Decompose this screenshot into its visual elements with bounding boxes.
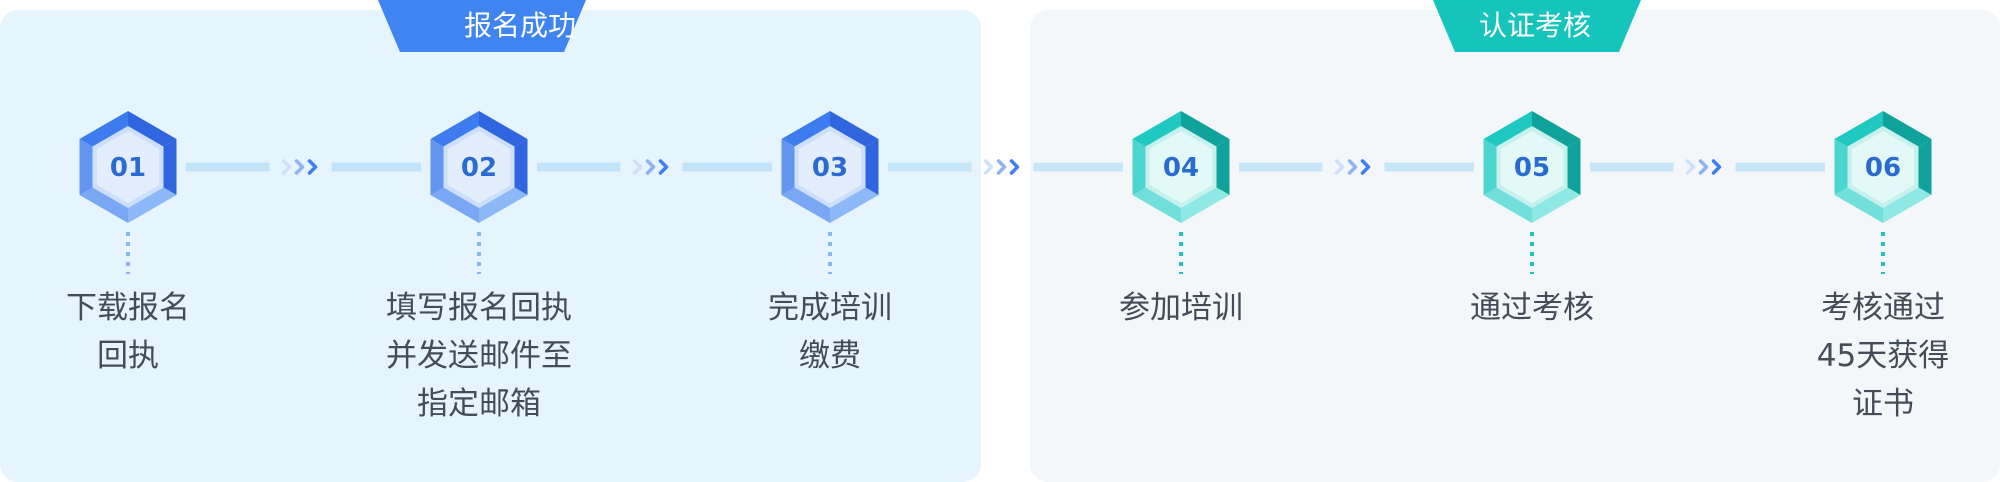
step-node-03: 03 [781, 111, 879, 274]
connector-arrow [1590, 159, 1825, 175]
step-label: 参加培训 [1119, 290, 1243, 326]
step-node-06: 06 [1834, 111, 1932, 274]
group-banner-registration [378, 0, 586, 52]
connector-arrow [888, 159, 1123, 175]
step-number: 04 [1163, 153, 1199, 183]
step-label: 完成培训 缴费 [768, 290, 892, 374]
group-banners [378, 0, 1641, 52]
connector-arrow [1239, 159, 1474, 175]
group-title-certification: 认证考核 [1478, 9, 1591, 42]
connector-arrow [186, 159, 421, 175]
step-number: 03 [812, 153, 848, 183]
step-label: 通过考核 [1470, 290, 1594, 326]
step-number: 06 [1865, 153, 1901, 183]
step-label: 下载报名 回执 [66, 290, 190, 374]
step-number: 02 [461, 153, 497, 183]
step-label: 考核通过 45天获得 证书 [1816, 290, 1950, 422]
step-label: 填写报名回执 并发送邮件至 指定邮箱 [386, 290, 572, 422]
step-node-04: 04 [1132, 111, 1230, 274]
step-number: 05 [1514, 153, 1550, 183]
group-title-registration: 报名成功 [463, 9, 576, 42]
step-number: 01 [110, 153, 146, 183]
step-node-01: 01 [79, 111, 177, 274]
connector-arrow [537, 159, 772, 175]
group-panel-certification [1030, 10, 2000, 482]
step-node-02: 02 [430, 111, 528, 274]
group-banner-certification [1433, 0, 1641, 52]
step-node-05: 05 [1483, 111, 1581, 274]
group-panel-registration [0, 10, 981, 482]
